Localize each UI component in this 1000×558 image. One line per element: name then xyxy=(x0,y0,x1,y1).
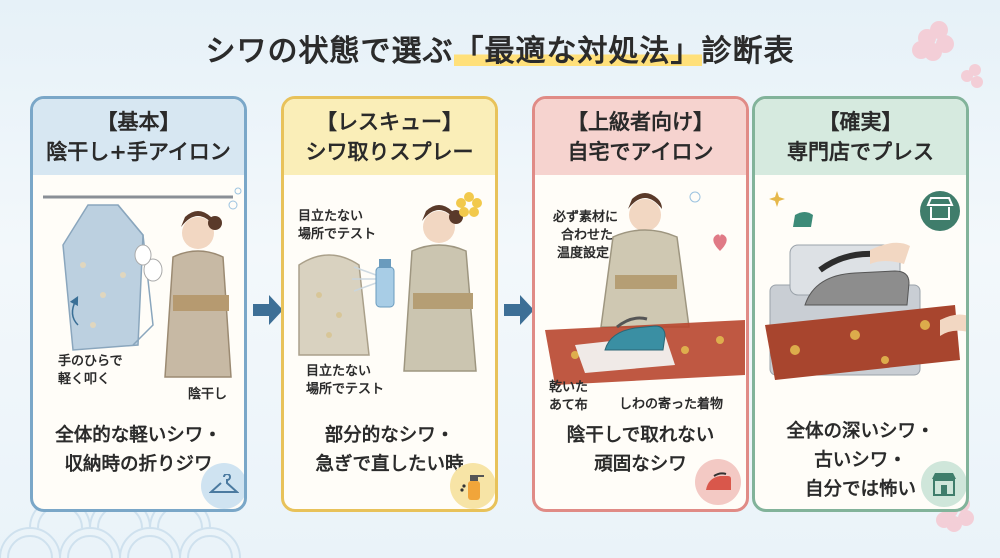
desc-line: 全体の深いシワ・ xyxy=(786,421,935,442)
card-description: 全体の深いシワ・ 古いシワ・ 自分では怖い xyxy=(755,417,966,504)
card-header: 【上級者向け】 自宅でアイロン xyxy=(535,99,746,175)
card-tag: 【上級者向け】 xyxy=(567,110,714,134)
card-tag: 【基本】 xyxy=(96,110,181,134)
label-test-spot-2: 場所でテスト xyxy=(306,382,385,397)
card-professional: 【確実】 専門店でプレス 全体の深いシワ・ 古いシワ・ 自分では怖い xyxy=(752,96,969,512)
card-method-name: 専門店でプレス xyxy=(787,140,934,164)
desc-line: 全体的な軽いシワ・ xyxy=(55,425,222,446)
card-description: 全体的な軽いシワ・ 収納時の折りジワ xyxy=(33,421,244,479)
card-description: 陰干しで取れない 頑固なシワ xyxy=(535,421,746,479)
card-description: 部分的なシワ・ 急ぎで直したい時 xyxy=(284,421,495,479)
desc-line: 古いシワ・ xyxy=(814,450,907,471)
card-tag: 【確実】 xyxy=(818,110,903,134)
desc-line: 急ぎで直したい時 xyxy=(315,454,464,475)
page-title: シワの状態で選ぶ「最適な対処法」診断表 xyxy=(0,26,1000,70)
label-pat: 手のひらで xyxy=(58,354,123,369)
spray-illustration xyxy=(298,192,482,372)
title-highlight: 「最適な対処法」 xyxy=(453,34,702,69)
label-temperature: 必ず素材に xyxy=(553,210,619,225)
card-method-name: 陰干し+手アイロン xyxy=(46,140,231,164)
label-temperature-2: 合わせた xyxy=(561,228,614,243)
label-press-cloth: 乾いた xyxy=(549,380,589,395)
label-press-cloth-2: あて布 xyxy=(549,398,588,413)
shop-icon xyxy=(921,461,966,507)
label-pat-2: 軽く叩く xyxy=(58,372,111,387)
label-wrinkled-kimono: しわの寄った着物 xyxy=(619,397,724,412)
kimono-hanging-illustration xyxy=(43,187,242,378)
spray-bottle-icon xyxy=(450,463,495,509)
label-test-spot: 目立たない xyxy=(306,364,372,379)
hanger-icon xyxy=(201,463,244,509)
card-method-name: 自宅でアイロン xyxy=(567,140,714,164)
card-header: 【レスキュー】 シワ取りスプレー xyxy=(284,99,495,175)
card-tag: 【レスキュー】 xyxy=(316,110,463,134)
arrow-right-icon xyxy=(253,295,283,325)
desc-line: 自分では怖い xyxy=(804,479,916,500)
card-advanced: 【上級者向け】 自宅でアイロン 必ず素材に 合わせた 温度設定 乾いた あて布 … xyxy=(532,96,749,512)
arrow-right-icon xyxy=(504,295,534,325)
desc-line: 陰干しで取れない xyxy=(566,425,715,446)
title-prefix: シワの状態で選ぶ xyxy=(205,34,454,69)
label-test-spot: 目立たない xyxy=(298,209,364,224)
card-rescue: 【レスキュー】 シワ取りスプレー 目立たない 場所でテスト 目立たない 場所でテ… xyxy=(281,96,498,512)
label-temperature-3: 温度設定 xyxy=(557,246,610,261)
professional-press-illustration xyxy=(765,191,966,380)
desc-line: 収納時の折りジワ xyxy=(64,454,213,475)
label-shade-dry: 陰干し xyxy=(188,387,228,402)
label-test-spot-2: 場所でテスト xyxy=(298,227,377,242)
ironing-at-home-illustration xyxy=(545,191,745,385)
title-suffix: 診断表 xyxy=(701,34,795,69)
card-basic: 【基本】 陰干し+手アイロン 手のひらで 軽く叩く 陰干し 全体的な軽いシワ・ … xyxy=(30,96,247,512)
desc-line: 頑固なシワ xyxy=(594,454,687,475)
card-header: 【確実】 専門店でプレス xyxy=(755,99,966,175)
iron-icon xyxy=(695,459,741,505)
cherry-blossom-decoration xyxy=(912,21,983,88)
card-method-name: シワ取りスプレー xyxy=(305,140,474,164)
desc-line: 部分的なシワ・ xyxy=(324,425,455,446)
card-header: 【基本】 陰干し+手アイロン xyxy=(33,99,244,175)
